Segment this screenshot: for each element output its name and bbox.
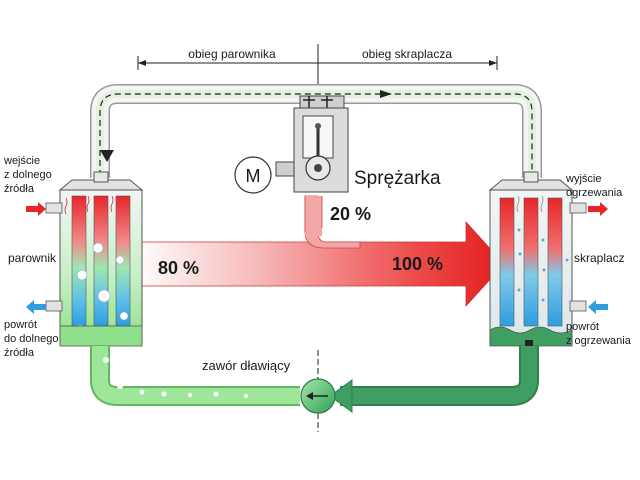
motor-label: M bbox=[246, 166, 261, 186]
heating-return-label: powrót z ogrzewania bbox=[566, 321, 632, 347]
evaporator-label: parownik bbox=[8, 251, 57, 265]
heating-outlet-label: wyjście ogrzewania bbox=[565, 173, 623, 199]
compressor bbox=[275, 95, 349, 193]
inlet-arrow-icon bbox=[26, 202, 46, 216]
evaporator bbox=[45, 171, 144, 347]
energy-arrow bbox=[132, 195, 505, 308]
source-energy-label: 80 % bbox=[158, 258, 199, 278]
liquid-pipe bbox=[90, 346, 539, 413]
heating-return-arrow-icon bbox=[588, 300, 608, 314]
condenser-label: skraplacz bbox=[574, 251, 625, 265]
return-lower-source-label: powrót do dolnego źródła bbox=[4, 319, 62, 359]
flow-arrow-right-icon bbox=[380, 90, 392, 98]
flow-arrow-left-icon bbox=[329, 379, 353, 413]
return-arrow-icon bbox=[26, 300, 46, 314]
condenser bbox=[488, 171, 587, 358]
condenser-cycle-label: obieg skraplacza bbox=[362, 47, 452, 61]
output-energy-label: 100 % bbox=[392, 254, 443, 274]
flow-arrow-up-icon bbox=[100, 150, 114, 162]
compressor-label: Sprężarka bbox=[354, 168, 441, 189]
vapor-pipe bbox=[90, 84, 542, 178]
expansion-valve-label: zawór dławiący bbox=[202, 358, 291, 373]
expansion-valve bbox=[300, 350, 336, 432]
evaporator-cycle-label: obieg parownika bbox=[188, 47, 276, 61]
compressor-energy-label: 20 % bbox=[330, 204, 371, 224]
motor: M bbox=[234, 156, 272, 194]
outlet-arrow-icon bbox=[588, 202, 608, 216]
inlet-lower-source-label: wejście z dolnego źródła bbox=[3, 155, 55, 195]
